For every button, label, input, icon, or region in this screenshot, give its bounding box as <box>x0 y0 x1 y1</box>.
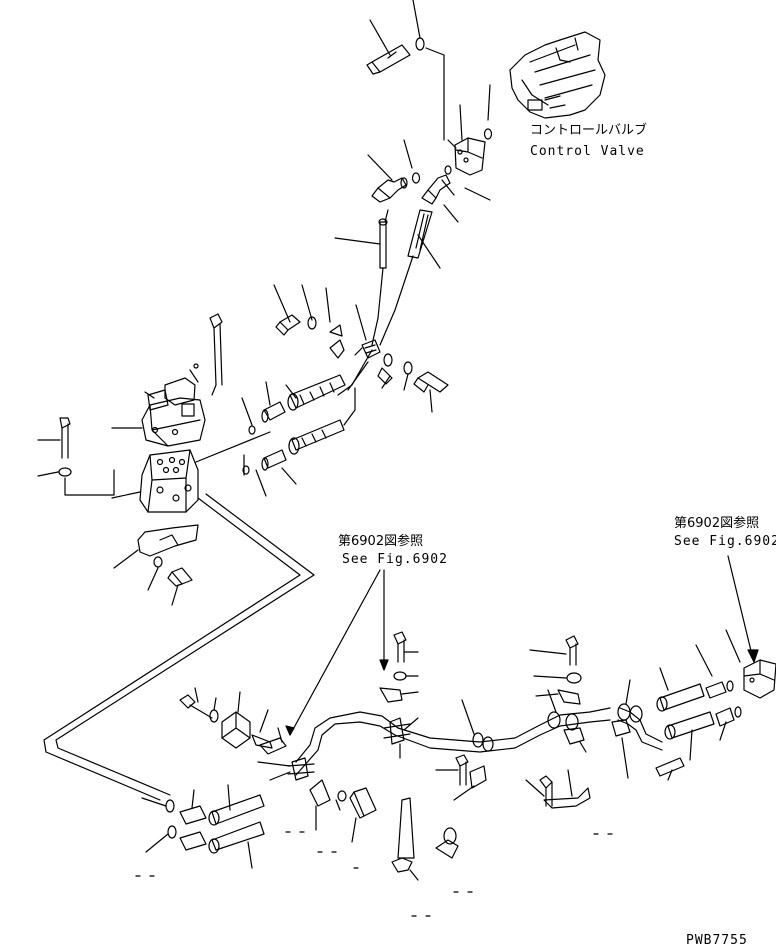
bolt-lower-mid <box>379 631 419 703</box>
see-fig-left-label-jp: 第6902図参照 <box>338 534 424 549</box>
o-ring <box>411 172 421 184</box>
clamp-middle <box>273 284 413 391</box>
pipe-clamp-2 <box>383 717 419 759</box>
see-fig-right-label-en: See Fig.6902 <box>674 534 776 549</box>
manifold-block <box>111 431 271 513</box>
right-fittings <box>525 679 643 809</box>
pipe-fitting-mid <box>461 699 494 752</box>
hoses-bottom-left <box>141 784 265 869</box>
hose-upper <box>371 209 433 346</box>
tick-marks <box>135 831 613 917</box>
solenoid-valve <box>111 363 206 447</box>
see-fig-leader-right <box>727 555 759 663</box>
drawing-code: PWB7755 <box>686 933 748 948</box>
o-ring <box>483 128 493 140</box>
flange-block <box>454 137 486 176</box>
bolt-bracket-mid <box>435 754 487 801</box>
see-fig-leaders-left <box>285 569 389 736</box>
hoses-far-right <box>655 629 776 781</box>
elbow-fitting-2 <box>421 174 451 205</box>
lower-left-fittings <box>179 687 287 755</box>
elbow-fitting <box>371 177 408 203</box>
bolt-top <box>366 37 425 75</box>
o-ring <box>444 165 452 175</box>
bolt-left <box>37 417 115 496</box>
hoses-middle <box>241 349 373 497</box>
bolt-right-column <box>529 635 582 705</box>
upper-leader-lines <box>334 0 491 269</box>
control-valve-body <box>509 31 606 119</box>
pipe-routing <box>43 493 315 801</box>
bolt-vertical <box>209 313 223 396</box>
bolt-washer-lower <box>309 779 377 843</box>
bolt-mid <box>413 371 449 413</box>
control-valve-label-jp: コントロールバルブ <box>530 123 648 138</box>
control-valve-label-en: Control Valve <box>530 144 645 159</box>
pipe-main-lower <box>295 707 663 776</box>
see-fig-right-label-jp: 第6902図参照 <box>674 516 760 531</box>
bracket-long <box>391 797 459 881</box>
bracket-lower <box>113 524 199 606</box>
see-fig-left-label-en: See Fig.6902 <box>342 552 448 567</box>
pipe-clamp-1 <box>257 757 315 781</box>
